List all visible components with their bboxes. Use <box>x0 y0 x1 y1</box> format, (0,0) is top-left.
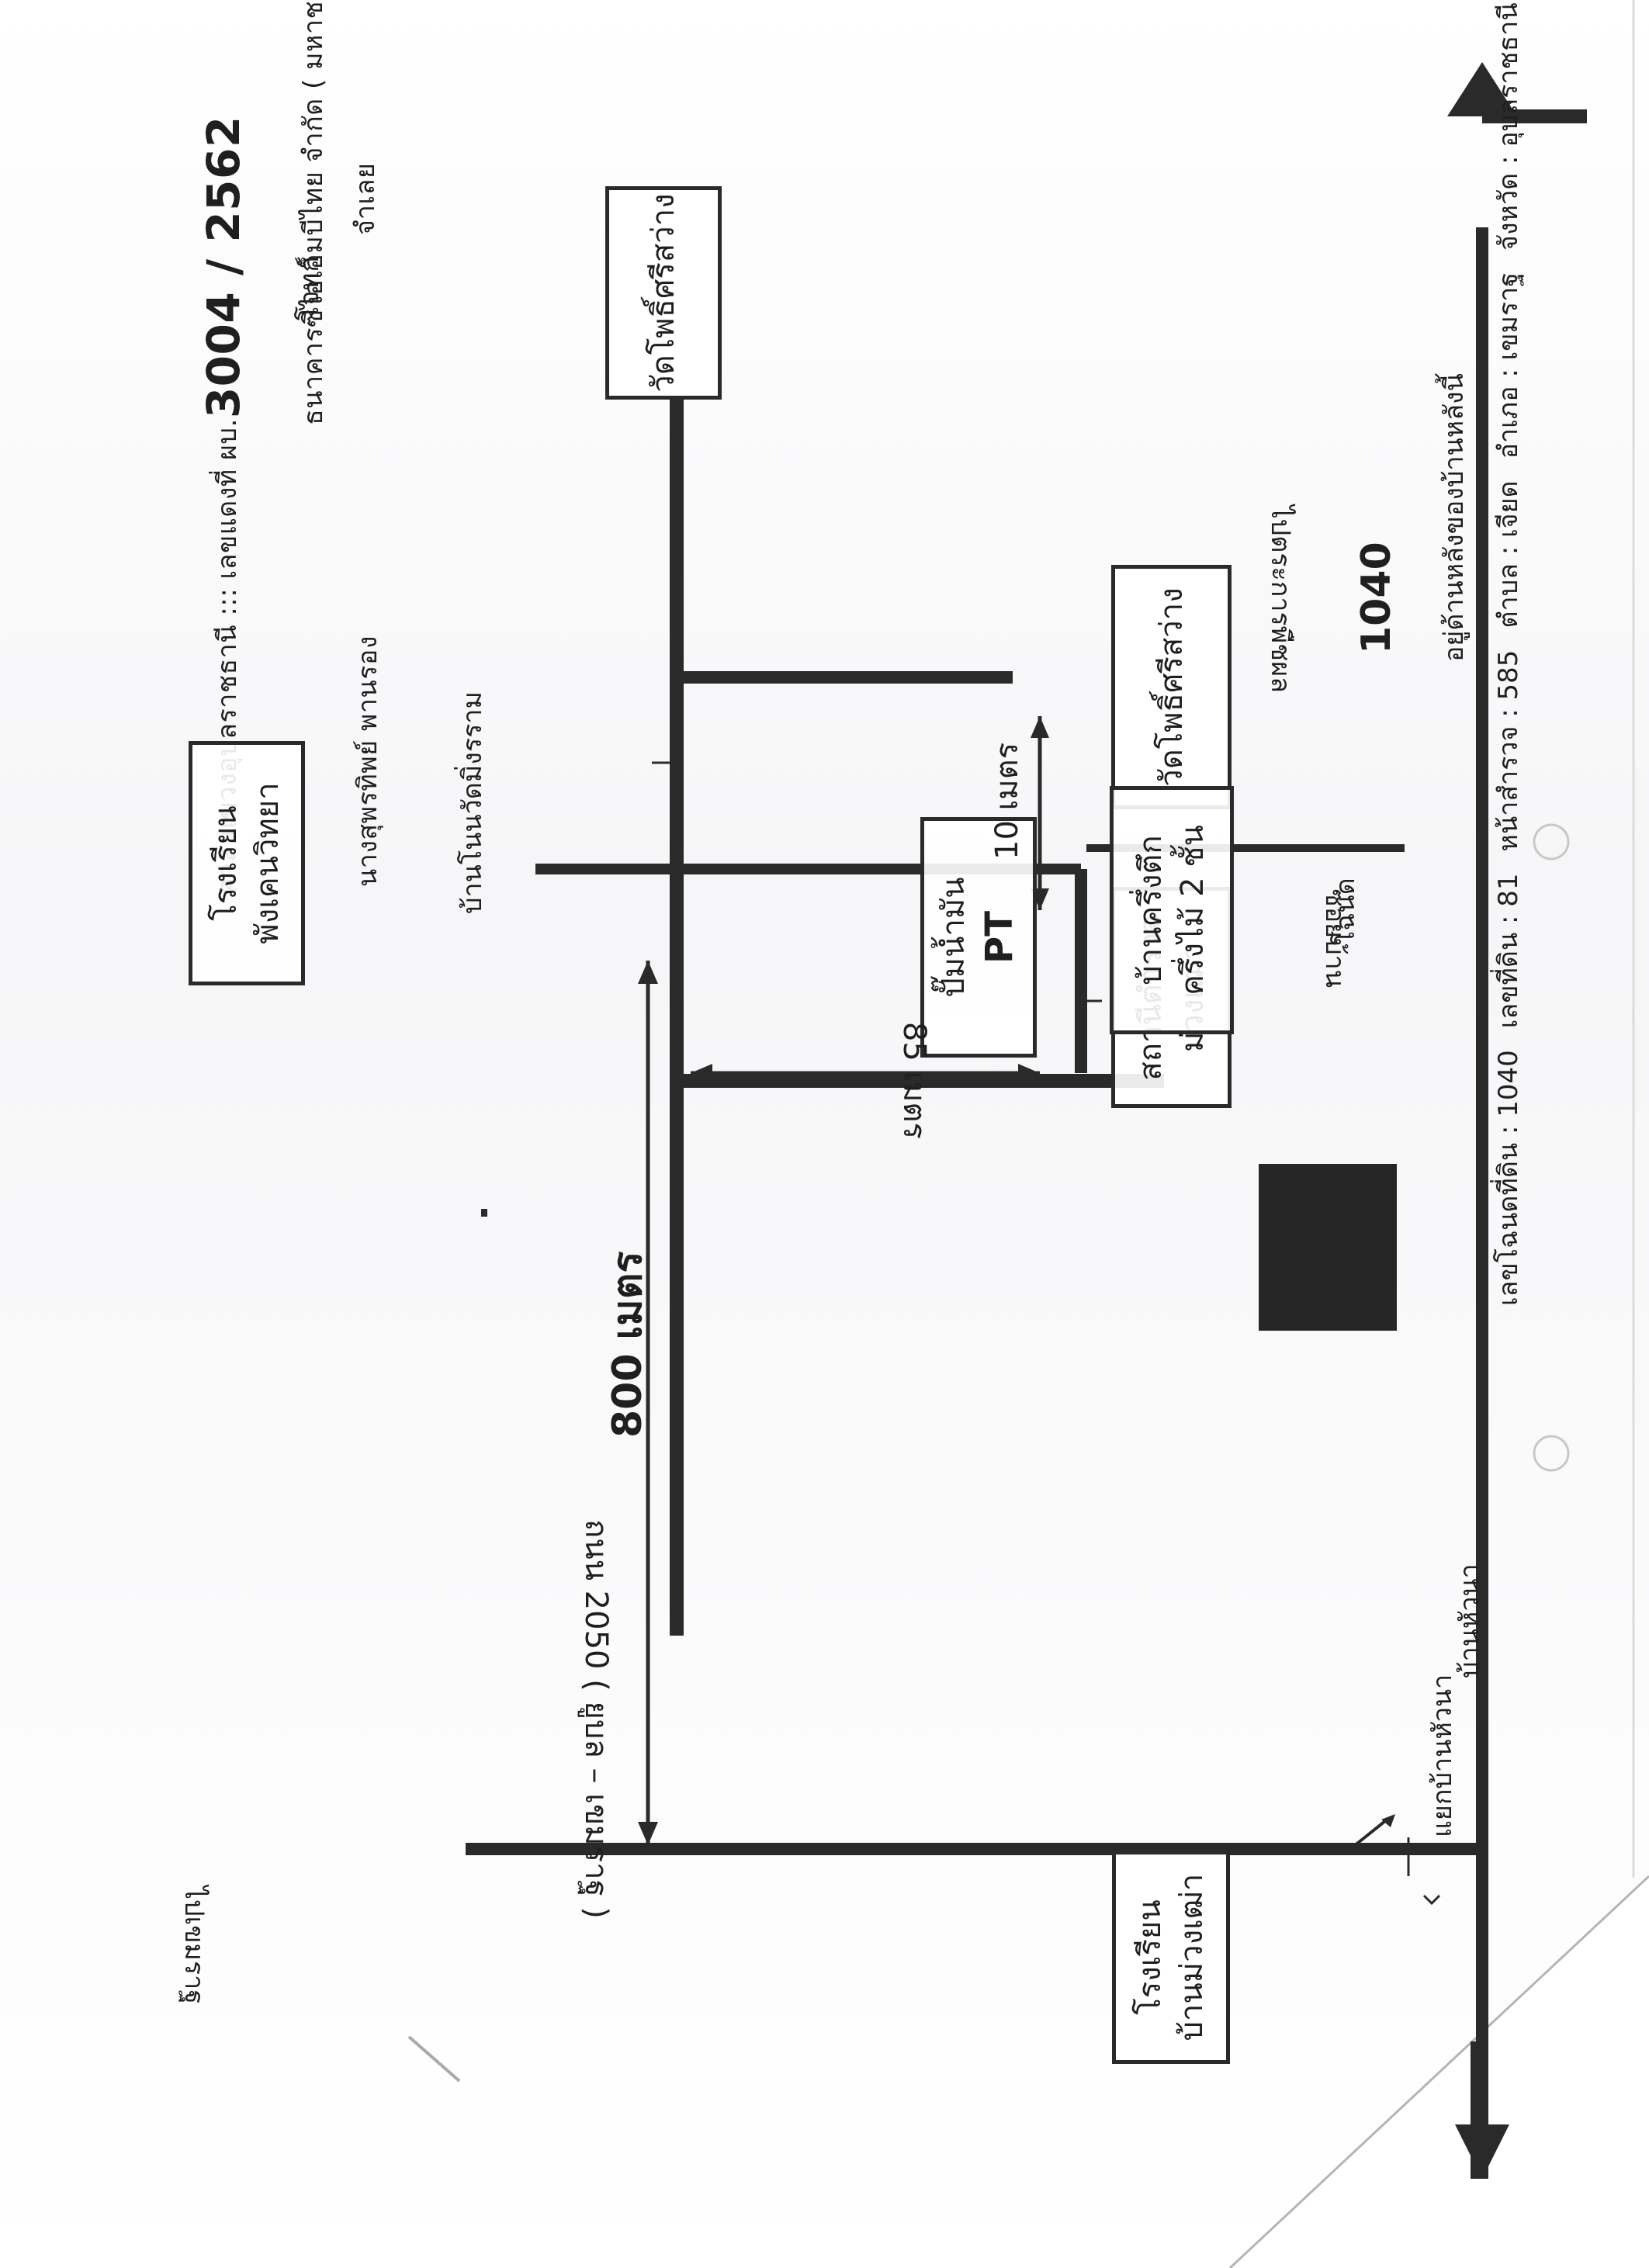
subdistrict: ตำบล : เจียด <box>1493 480 1524 628</box>
distance-10-label: 10 เมตร <box>989 742 1025 860</box>
main-road-label: ถนน 2050 ( ยูบล – เขมราฐ ) <box>578 1519 614 1919</box>
box-label: พังเคนวิทยา <box>250 782 286 944</box>
pointer-arrow <box>1349 1814 1395 1851</box>
box-label: วัดโพธิ์ศรีสว่าง <box>646 193 681 393</box>
arrow-up-icon <box>1447 62 1517 116</box>
province: จังหวัด : อุบลราชธานี <box>1493 2 1524 251</box>
land-number: เลขที่ดิน : 81 <box>1493 873 1524 1029</box>
dimension-800 <box>638 961 658 1845</box>
box-label: บ้านม่วงเฒ่า <box>1174 1873 1210 2041</box>
punch-hole <box>1533 823 1570 860</box>
dimension-85 <box>691 1064 1040 1082</box>
school-right-box: โรงเรียน บ้านม่วงเฒ่า <box>1112 1851 1230 2064</box>
box-label: บ้านครึ่งตึก <box>1133 835 1169 985</box>
defendant-role: จำเลย <box>350 162 381 235</box>
junction-village-label: บ้านหัวนา <box>1454 1563 1485 1678</box>
box-label: ครึ่งไม้ 2 ชั้น <box>1175 825 1211 995</box>
direction-right-label: ไปตระการพืชผล <box>1265 505 1297 693</box>
plot-number: 1040 <box>1353 542 1400 654</box>
box-label: โรงเรียน <box>208 805 244 921</box>
house-a-box: บ้านครึ่งตึก ครึ่งไม้ 2 ชั้น <box>1110 786 1234 1034</box>
village-road-label: บ้านโนนวัดมิ่งรราม <box>457 691 488 914</box>
deed-number: เลขโฉนดที่ดิน : 1040 <box>1493 1050 1524 1306</box>
distance-85-label: 85 เมตร <box>896 1021 932 1139</box>
temple-end-box: วัดโพธิ์ศรีสว่าง <box>605 186 722 400</box>
distance-800-label: 800 เมตร <box>605 1251 651 1438</box>
plot-note: อยู่ด้านหลังของบ้านหลังนี้ <box>1439 373 1470 662</box>
survey-page: หน้าสำรวจ : 585 <box>1493 649 1524 852</box>
box-label: วัดโพธิ์ศรีสว่าง <box>1153 587 1190 787</box>
box-label: โรงเรียน <box>1132 1899 1168 2015</box>
defendant-name: นางสุพรทิพย์ พานรอง <box>352 635 383 887</box>
plaintiff-name: ธนาคารซีไอเอ็มบีไทย จำกัด ( มหาชน ) <box>298 0 329 425</box>
staple-mark <box>407 2035 461 2083</box>
box-label: ปั๊มน้ำมัน <box>935 877 972 998</box>
case-number: 3004 / 2562 <box>197 116 250 419</box>
box-label: PT <box>977 911 1021 964</box>
land-plot-marker <box>1259 1164 1397 1331</box>
junction-pointer-label: แยกบ้านหัวนา <box>1427 1674 1458 1837</box>
district: อำเภอ : เขมราฐ <box>1493 272 1524 459</box>
footer-line: เลขโฉนดที่ดิน : 1040 เลขที่ดิน : 81 หน้าสำ… <box>1493 0 1524 1306</box>
punch-hole <box>1533 1435 1570 1472</box>
direction-left-label: ไปเขมราฐ <box>178 1885 210 2004</box>
school-left-box: โรงเรียน พังเคนวิทยา <box>189 741 305 985</box>
temple-near-box: วัดโพธิ์ศรีสว่าง <box>1111 565 1232 809</box>
plot-label: โฉนด <box>1330 878 1361 945</box>
